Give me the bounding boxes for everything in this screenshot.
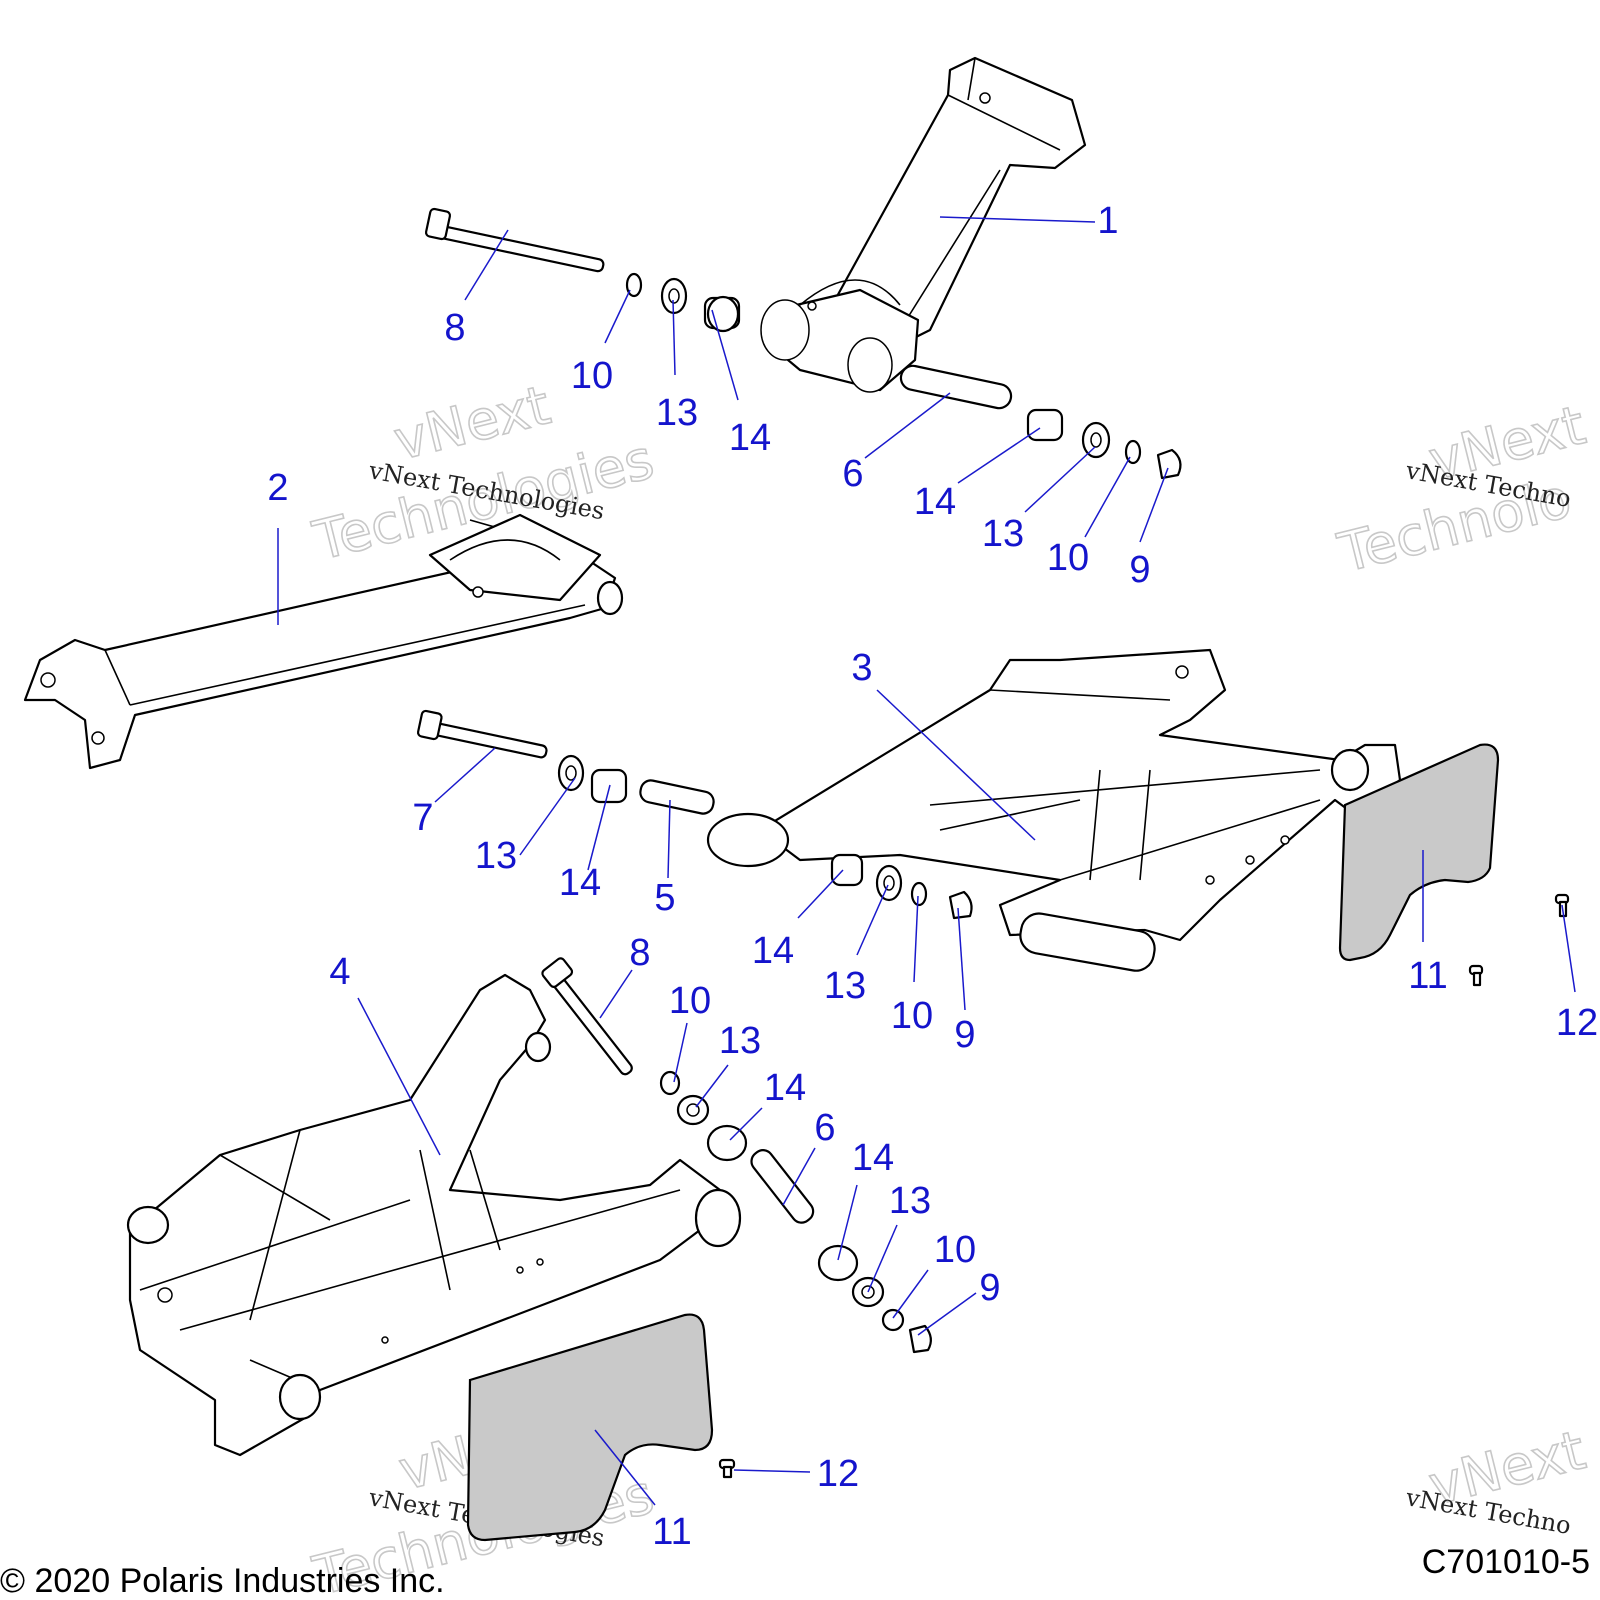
callout-9: 9	[954, 1014, 975, 1056]
callout-14: 14	[914, 481, 956, 523]
callout-1: 1	[1097, 200, 1118, 242]
watermark-top-right: vNext Technolo vNext Techno	[1331, 393, 1592, 586]
callout-5: 5	[654, 877, 675, 919]
part-3-frame	[706, 648, 1402, 972]
callout-11: 11	[1408, 955, 1447, 997]
fastener-stack-lower	[541, 957, 932, 1354]
callout-10: 10	[571, 355, 613, 397]
callout-10: 10	[891, 995, 933, 1037]
callout-14: 14	[559, 862, 601, 904]
callout-8: 8	[629, 932, 650, 974]
callout-14: 14	[752, 930, 794, 972]
callout-13: 13	[719, 1020, 761, 1062]
callout-14: 14	[729, 417, 771, 459]
callout-labels: 1 2 3 4 5 6 6 7 8 8 9 9 9 10 10 10 10 10…	[267, 200, 1598, 1553]
callout-11: 11	[652, 1511, 691, 1553]
fastener-stack-top-left	[424, 207, 741, 333]
callout-14: 14	[764, 1067, 806, 1109]
callout-3: 3	[851, 647, 872, 689]
watermark-bottom-right: vNext vNext Techno	[1403, 1418, 1592, 1540]
part-11-pad-lower	[466, 1313, 714, 1542]
callout-6: 6	[842, 453, 863, 495]
callout-9: 9	[979, 1267, 1000, 1309]
callout-14: 14	[852, 1137, 894, 1179]
fastener-stack-middle	[416, 709, 973, 920]
callout-13: 13	[889, 1180, 931, 1222]
part-12-screw-middle	[1468, 964, 1484, 987]
callout-8: 8	[444, 307, 465, 349]
callout-9: 9	[1129, 549, 1150, 591]
callout-4: 4	[329, 951, 350, 993]
callout-12: 12	[1556, 1002, 1598, 1044]
callout-6: 6	[814, 1107, 835, 1149]
callout-12: 12	[817, 1453, 859, 1495]
part-2-radius-arm	[23, 513, 624, 770]
part-1-radius-arm	[760, 56, 1087, 393]
part-4-frame	[126, 973, 742, 1457]
callout-2: 2	[267, 467, 288, 509]
callout-13: 13	[656, 392, 698, 434]
part-12-screw-lower	[718, 1458, 736, 1479]
part-11-pad-upper	[1338, 743, 1500, 962]
leader-lines	[277, 216, 1576, 1506]
callout-13: 13	[475, 835, 517, 877]
callout-13: 13	[824, 965, 866, 1007]
figure-code: C701010-5	[1422, 1543, 1590, 1581]
callout-13: 13	[982, 513, 1024, 555]
callout-7: 7	[412, 797, 433, 839]
callout-10: 10	[669, 980, 711, 1022]
callout-10: 10	[934, 1229, 976, 1271]
callout-10: 10	[1047, 537, 1089, 579]
copyright-text: © 2020 Polaris Industries Inc.	[0, 1562, 445, 1600]
fastener-stack-top-right	[899, 364, 1182, 480]
